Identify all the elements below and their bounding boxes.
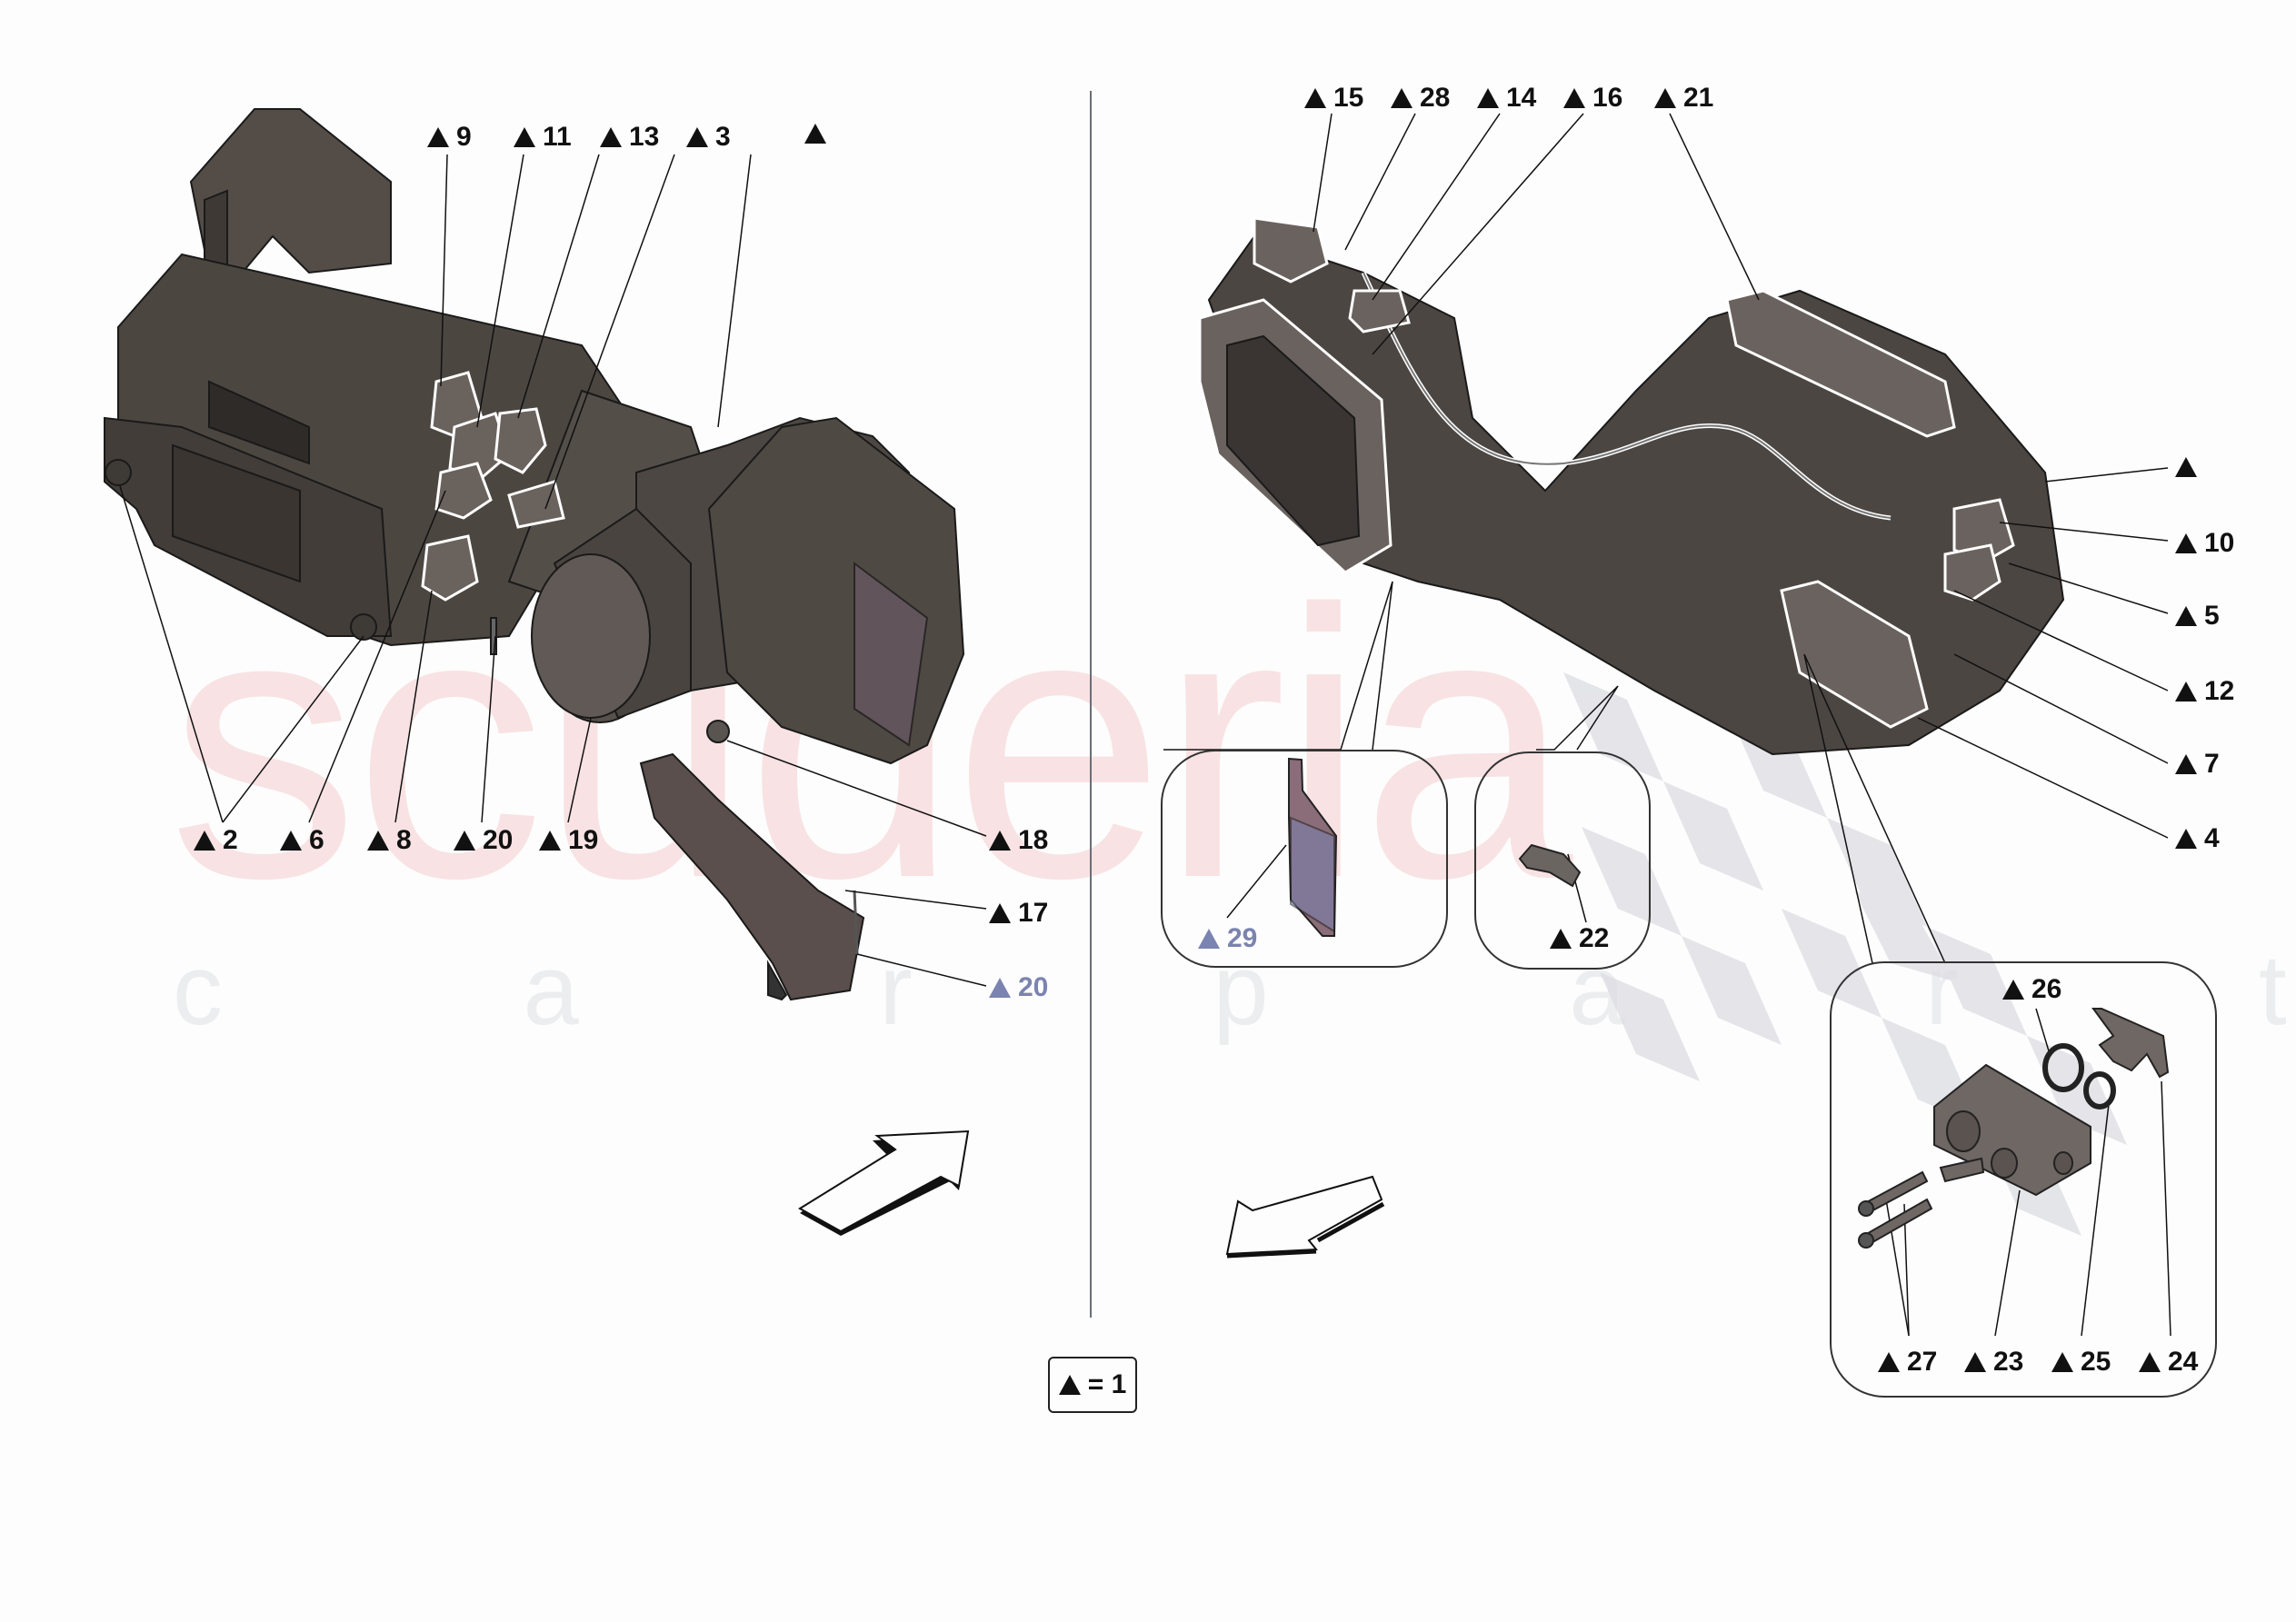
callout-13[interactable]: 13 bbox=[600, 124, 659, 151]
triangle-icon bbox=[600, 127, 622, 147]
callout-14[interactable]: 14 bbox=[1477, 85, 1536, 112]
callout-6[interactable]: 6 bbox=[280, 827, 324, 854]
detail-29-part bbox=[1288, 757, 1338, 937]
triangle-icon bbox=[454, 831, 475, 851]
callout-21[interactable]: 21 bbox=[1654, 85, 1713, 112]
triangle-icon bbox=[686, 127, 708, 147]
callout-10[interactable]: 10 bbox=[2175, 530, 2234, 557]
callout-18[interactable]: 18 bbox=[989, 827, 1048, 854]
callout-unnumbered-right[interactable] bbox=[2175, 457, 2204, 477]
callout-7[interactable]: 7 bbox=[2175, 751, 2220, 778]
callout-27[interactable]: 27 bbox=[1878, 1348, 1937, 1376]
triangle-icon bbox=[514, 127, 535, 147]
legend-text: = 1 bbox=[1087, 1369, 1127, 1399]
triangle-icon bbox=[1550, 929, 1572, 949]
callout-24[interactable]: 24 bbox=[2139, 1348, 2198, 1376]
callout-16[interactable]: 16 bbox=[1563, 85, 1622, 112]
callout-19[interactable]: 19 bbox=[539, 827, 598, 854]
triangle-icon bbox=[804, 124, 826, 144]
callout-4[interactable]: 4 bbox=[2175, 825, 2220, 852]
triangle-icon bbox=[280, 831, 302, 851]
triangle-icon bbox=[2051, 1352, 2073, 1372]
detail-box-valve bbox=[1830, 961, 2217, 1398]
triangle-icon bbox=[2175, 754, 2197, 774]
triangle-icon bbox=[2175, 682, 2197, 702]
triangle-icon bbox=[194, 831, 215, 851]
left-direction-arrow bbox=[798, 1129, 970, 1236]
triangle-icon bbox=[2175, 829, 2197, 849]
triangle-icon bbox=[2175, 606, 2197, 626]
detail-22-part bbox=[1518, 843, 1582, 888]
quantity-legend: = 1 bbox=[1048, 1357, 1137, 1413]
triangle-icon bbox=[989, 978, 1011, 998]
triangle-icon bbox=[1563, 88, 1585, 108]
triangle-icon bbox=[1477, 88, 1499, 108]
triangle-icon bbox=[2175, 533, 2197, 553]
callout-22[interactable]: 22 bbox=[1550, 925, 1609, 952]
detail-box-22 bbox=[1474, 751, 1651, 970]
callout-12[interactable]: 12 bbox=[2175, 678, 2234, 705]
callout-unnumbered-left[interactable] bbox=[804, 124, 834, 144]
callout-15[interactable]: 15 bbox=[1304, 85, 1363, 112]
callout-20-right[interactable]: 20 bbox=[989, 974, 1048, 1001]
triangle-icon bbox=[989, 831, 1011, 851]
triangle-icon bbox=[1058, 1375, 1081, 1395]
right-direction-arrow bbox=[1225, 1175, 1385, 1259]
callout-29[interactable]: 29 bbox=[1198, 925, 1257, 952]
triangle-icon bbox=[1391, 88, 1413, 108]
triangle-icon bbox=[989, 903, 1011, 923]
view-divider bbox=[1090, 91, 1092, 1318]
callout-23[interactable]: 23 bbox=[1964, 1348, 2023, 1376]
triangle-icon bbox=[1964, 1352, 1986, 1372]
triangle-icon bbox=[1304, 88, 1326, 108]
triangle-icon bbox=[367, 831, 389, 851]
triangle-icon bbox=[2002, 980, 2024, 1000]
callout-28[interactable]: 28 bbox=[1391, 85, 1450, 112]
lower-duct bbox=[639, 752, 865, 1001]
triangle-icon bbox=[1654, 88, 1676, 108]
callout-3[interactable]: 3 bbox=[686, 124, 731, 151]
callout-11[interactable]: 11 bbox=[514, 124, 572, 151]
left-leader-lines bbox=[119, 154, 987, 987]
detail-box-29 bbox=[1161, 750, 1448, 968]
callout-9[interactable]: 9 bbox=[427, 124, 472, 151]
triangle-icon bbox=[1878, 1352, 1900, 1372]
left-hvac-unit bbox=[104, 108, 965, 765]
callout-20-left[interactable]: 20 bbox=[454, 827, 513, 854]
callout-2[interactable]: 2 bbox=[194, 827, 238, 854]
triangle-icon bbox=[427, 127, 449, 147]
triangle-icon bbox=[539, 831, 561, 851]
callout-5[interactable]: 5 bbox=[2175, 602, 2220, 630]
triangle-icon bbox=[1198, 929, 1220, 949]
callout-26[interactable]: 26 bbox=[2002, 976, 2061, 1003]
callout-17[interactable]: 17 bbox=[989, 900, 1048, 927]
triangle-icon bbox=[2139, 1352, 2161, 1372]
callout-25[interactable]: 25 bbox=[2051, 1348, 2111, 1376]
detail-valve-parts bbox=[1858, 1008, 2170, 1249]
right-hvac-unit bbox=[1198, 216, 2065, 756]
triangle-icon bbox=[2175, 457, 2197, 477]
callout-8[interactable]: 8 bbox=[367, 827, 412, 854]
